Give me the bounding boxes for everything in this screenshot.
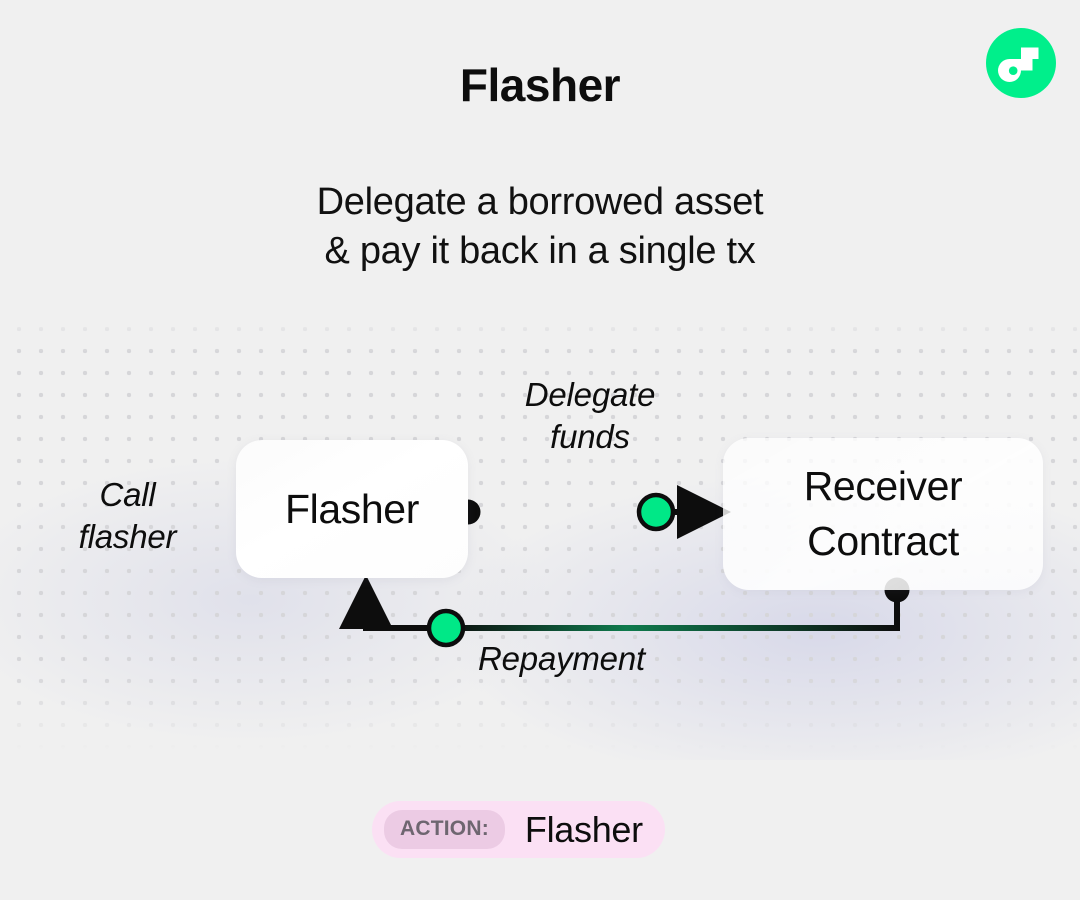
node-receiver-contract[interactable]: Receiver Contract [723, 438, 1043, 590]
label-call-flasher: Call flasher [78, 476, 177, 555]
action-badge: ACTION: Flasher [372, 801, 665, 858]
node-flasher[interactable]: Flasher [236, 440, 468, 578]
node-flasher-label: Flasher [285, 486, 419, 532]
page-title: Flasher [459, 59, 621, 111]
action-badge-key: ACTION: [384, 810, 505, 849]
page-subtitle: Delegate a borrowed asset & pay it back … [316, 181, 764, 272]
action-badge-value: Flasher [524, 808, 643, 850]
flow-logo [986, 28, 1056, 98]
node-receiver-contract-label: Receiver Contract [803, 463, 963, 564]
label-repayment: Repayment [478, 640, 645, 677]
token-dot-repayment [426, 608, 466, 648]
token-dot-delegate [636, 492, 676, 532]
edge-delegate-funds [455, 485, 731, 539]
label-delegate-funds: Delegate funds [524, 376, 656, 455]
